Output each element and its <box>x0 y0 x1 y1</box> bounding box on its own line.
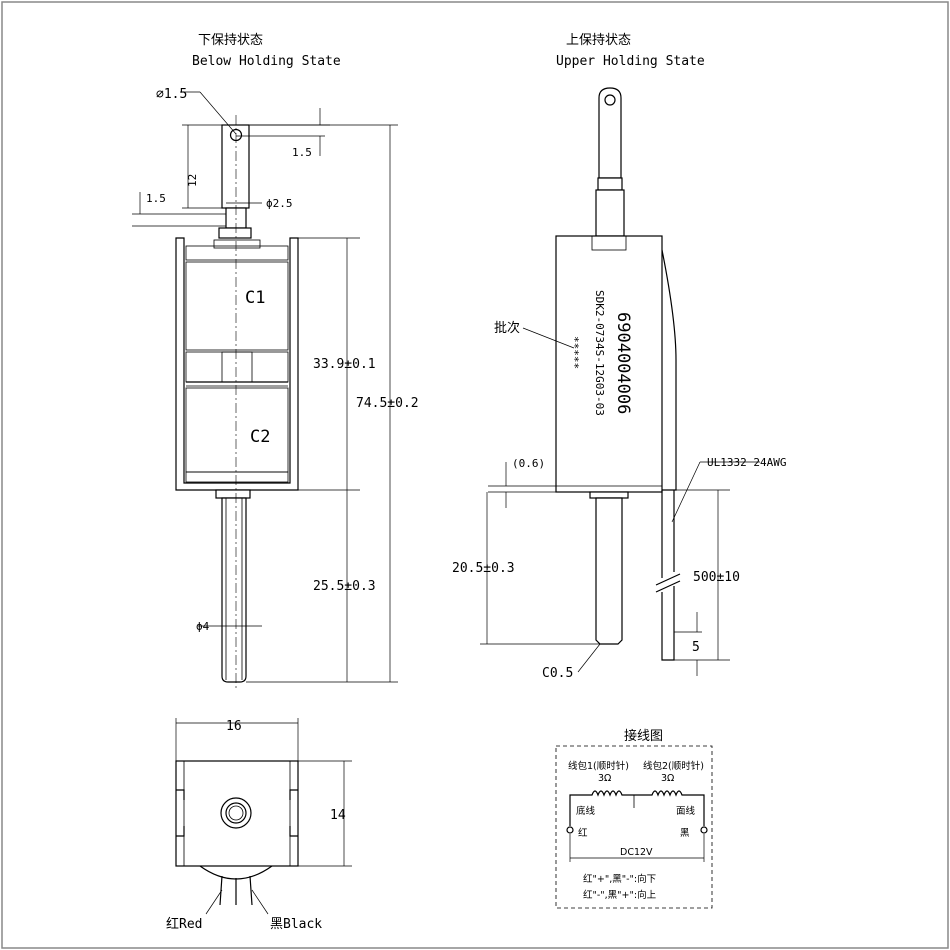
side-pin-hole <box>604 94 616 106</box>
black-lead-label: 黑Black <box>270 917 322 932</box>
terminal-black <box>700 826 708 834</box>
collar-dia-label: ϕ2.5 <box>266 197 293 210</box>
coil-c1 <box>185 261 289 351</box>
front-view: 下保持状态 Below Holding State C1 C2 <box>132 33 419 690</box>
model-number: SDK2-0734S-12G03-03 <box>593 290 606 416</box>
shaft-bore <box>225 802 247 824</box>
top-plate <box>185 245 289 261</box>
polarity-rule-up: 红"-",黑"+":向上 <box>583 889 657 901</box>
pin-length-label: 12 <box>186 174 199 187</box>
polarity-rule-down: 红"+",黑"-":向下 <box>583 873 656 885</box>
stroke-label: 20.5±0.3 <box>452 561 515 576</box>
coil-c2-label: C2 <box>250 427 270 447</box>
top-pin <box>221 124 250 209</box>
side-title-en: Upper Holding State <box>556 54 705 69</box>
side-top-pin <box>598 87 622 179</box>
right-wire-color: 黑 <box>680 828 690 839</box>
batch-label: 批次 <box>494 320 520 336</box>
front-title-cn: 下保持状态 <box>198 33 263 48</box>
coil-c1-label: C1 <box>245 288 265 308</box>
hole-dia-label: ⌀1.5 <box>156 87 187 102</box>
body-length-label: 33.9±0.1 <box>313 357 376 372</box>
total-length-label: 74.5±0.2 <box>356 396 419 411</box>
bottom-plate <box>185 471 289 483</box>
left-wire-color: 红 <box>578 827 588 839</box>
shaft-dia-label: ϕ4 <box>196 620 210 633</box>
wiring-diagram: 接线图 线包1(顺时针) 线包2(顺时针) 3Ω 3Ω 底线 面线 红 黑 DC… <box>555 728 713 909</box>
wiring-title: 接线图 <box>624 728 663 744</box>
batch-code: ***** <box>568 336 581 369</box>
red-lead-label: 红Red <box>166 916 202 932</box>
front-title-en: Below Holding State <box>192 54 341 69</box>
pin-base <box>218 227 252 239</box>
left-wire-cn: 底线 <box>576 805 596 817</box>
bottom-width-label: 16 <box>226 719 242 734</box>
wire-length-label: 500±10 <box>693 570 740 585</box>
right-wire-cn: 面线 <box>676 805 696 817</box>
wiring-frame <box>555 745 713 909</box>
hole-offset-label: 1.5 <box>292 146 312 159</box>
wire <box>661 490 675 578</box>
top-boss <box>213 239 261 249</box>
coil-c2 <box>185 387 289 473</box>
coil-circuit <box>569 790 705 826</box>
frame <box>175 237 299 491</box>
shaft-collar <box>215 489 251 499</box>
terminal-red <box>566 826 574 834</box>
wire-guide <box>661 249 677 491</box>
side-title-cn: 上保持状态 <box>566 33 631 48</box>
voltage-label: DC12V <box>620 847 653 858</box>
gap-label: (0.6) <box>512 457 545 470</box>
side-view: 上保持状态 Upper Holding State 6904004006 SDK… <box>452 33 786 681</box>
side-shaft <box>595 497 623 645</box>
bottom-height-label: 14 <box>330 808 346 823</box>
coil2-resistance: 3Ω <box>661 773 674 784</box>
coil1-resistance: 3Ω <box>598 773 611 784</box>
part-number: 6904004006 <box>613 312 633 414</box>
armature <box>221 351 253 383</box>
coil1-label: 线包1(顺时针) <box>568 760 629 772</box>
strip-length-label: 5 <box>692 640 700 655</box>
bottom-body <box>175 760 299 867</box>
chamfer-label: C0.5 <box>542 666 573 681</box>
lead-wires <box>219 875 253 906</box>
shaft-bore-outer <box>220 797 252 829</box>
coil2-label: 线包2(顺时针) <box>643 760 704 772</box>
middle-plate <box>185 351 289 383</box>
side-pin-collar <box>595 189 625 237</box>
collar-offset-label: 1.5 <box>146 192 166 205</box>
wire-spec-label: UL1332 24AWG <box>707 456 786 469</box>
shaft-length-label: 25.5±0.3 <box>313 579 376 594</box>
shaft <box>221 497 247 683</box>
lead-outline <box>199 865 273 880</box>
bottom-view: 16 14 红Red 黑Black <box>166 718 352 932</box>
